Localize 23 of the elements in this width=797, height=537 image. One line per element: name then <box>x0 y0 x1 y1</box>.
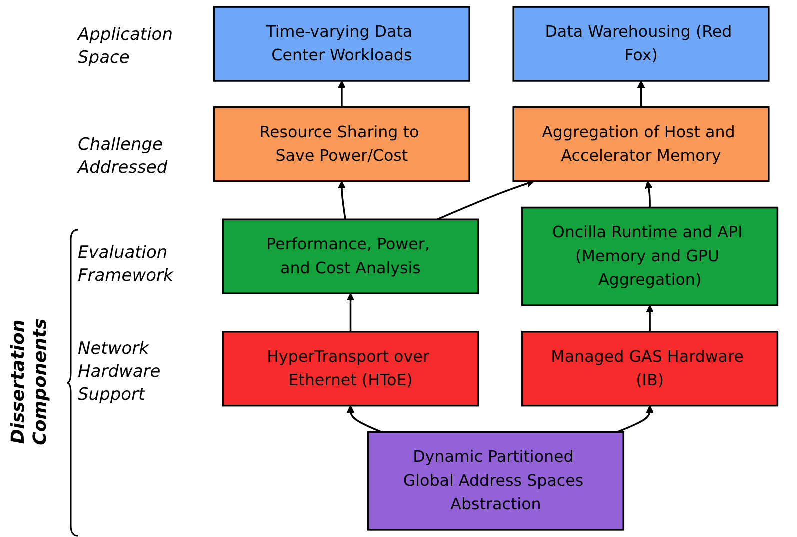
arrow <box>645 181 653 208</box>
row-label: Network Hardware Support <box>78 338 162 407</box>
arrow <box>346 293 355 332</box>
arrow <box>346 405 382 434</box>
arrow <box>637 80 646 108</box>
arrow <box>338 181 346 220</box>
node-box: HyperTransport over Ethernet (HToE) <box>222 331 480 407</box>
row-label: Evaluation Framework <box>78 242 175 288</box>
node-box: Aggregation of Host and Accelerator Memory <box>512 106 770 182</box>
node-box: Dynamic Partitioned Global Address Spaces Abstraction <box>367 431 625 531</box>
arrow <box>616 405 654 434</box>
arrow <box>338 80 346 108</box>
arrow <box>646 305 654 332</box>
node-box: Managed GAS Hardware (IB) <box>522 331 779 407</box>
row-label: Application Space <box>78 24 174 70</box>
node-box: Performance, Power, and Cost Analysis <box>222 218 480 294</box>
row-label: Challenge Addressed <box>78 134 169 180</box>
group-label: Dissertation Components <box>8 318 52 448</box>
node-box: Data Warehousing (Red Fox) <box>512 6 770 82</box>
node-box: Time-varying Data Center Workloads <box>213 6 470 82</box>
arrow <box>436 180 535 220</box>
node-box: Oncilla Runtime and API (Memory and GPU Aggregation) <box>522 206 779 306</box>
node-box: Resource Sharing to Save Power/Cost <box>213 106 470 182</box>
